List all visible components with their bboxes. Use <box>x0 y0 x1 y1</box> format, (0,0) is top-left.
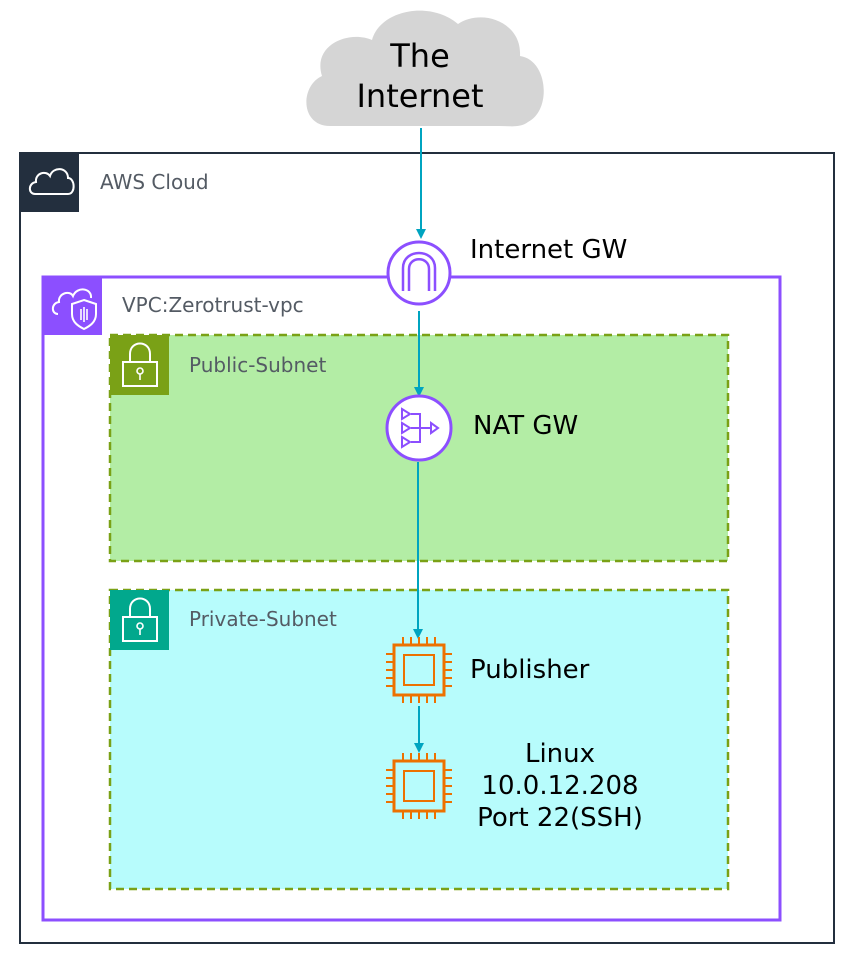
padlock-icon <box>122 597 158 642</box>
internet-gateway-node <box>386 240 452 306</box>
internet-label: The Internet <box>300 36 540 116</box>
linux-label-port: Port 22(SSH) <box>477 803 643 833</box>
ec2-chip-icon <box>386 637 452 703</box>
linux-label-name: Linux <box>524 739 596 769</box>
nat-gateway-icon <box>401 407 440 449</box>
publisher-label: Publisher <box>470 655 590 685</box>
cloud-icon <box>28 168 75 195</box>
padlock-icon <box>122 342 158 387</box>
nat-gateway-node <box>385 394 453 462</box>
linux-label: Linux 10.0.12.208 Port 22(SSH) <box>440 738 680 834</box>
internet-cloud-icon <box>306 10 544 127</box>
vpc-label: VPC:Zerotrust-vpc <box>122 293 304 317</box>
internet-label-line2: Internet <box>356 77 484 115</box>
vpc-cloud-shield-icon <box>51 288 97 331</box>
internet-label-line1: The <box>390 37 450 75</box>
connections <box>413 128 426 753</box>
ec2-chip-icon <box>386 753 452 819</box>
linux-label-ip: 10.0.12.208 <box>481 771 639 801</box>
aws-cloud-label: AWS Cloud <box>100 170 209 194</box>
private-subnet-label: Private-Subnet <box>189 607 337 631</box>
nat-gateway-label: NAT GW <box>473 411 579 441</box>
internet-gateway-icon <box>401 251 437 291</box>
internet-gateway-label: Internet GW <box>470 235 628 265</box>
aws-cloud-tag <box>20 153 79 212</box>
public-subnet-label: Public-Subnet <box>189 353 327 377</box>
